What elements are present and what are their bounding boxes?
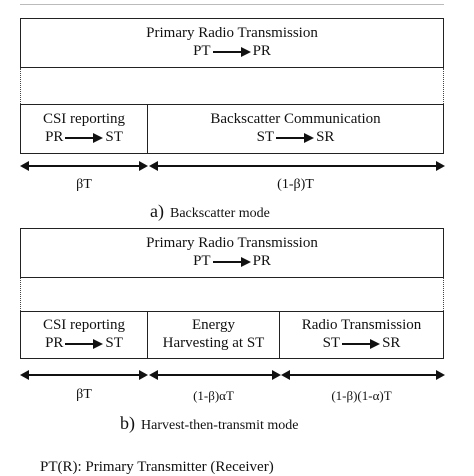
a-primary-from: PT [193,43,211,59]
a-caption: a) Backscatter mode [150,201,270,222]
b-csi-from: PR [45,335,64,351]
right-arrow-icon [65,132,104,143]
left-arrowhead-icon [149,161,158,171]
a-backscatter-box [147,104,444,154]
b-caption-text: Harvest-then-transmit mode [141,418,299,433]
right-arrowhead-icon [139,370,148,380]
b-primary-radio-box [20,228,444,278]
a-csi-title: CSI reporting [42,111,126,127]
a-backscatter-flow: ST SR [147,130,444,145]
right-arrow-icon [65,338,104,349]
b-csi-title: CSI reporting [42,317,126,333]
a-duration-label-1: βT [76,177,92,192]
left-arrowhead-icon [20,161,29,171]
b-caption-letter: b) [120,413,135,433]
right-arrow-icon [276,132,315,143]
right-arrow-icon [212,46,251,57]
a-duration-arrow-2 [155,165,438,167]
b-radio-transmission-box [279,311,444,359]
b-caption: b) Harvest-then-transmit mode [120,413,298,434]
a-duration-arrow-1 [26,165,141,167]
b-duration-arrow-1 [26,374,141,376]
b-primary-radio-flow: PT PR [20,254,444,269]
a-duration-label-2: (1-β)T [277,177,314,192]
a-primary-to: PR [252,43,271,59]
left-arrowhead-icon [20,370,29,380]
a-primary-radio-title: Primary Radio Transmission [146,25,318,41]
legend-text: PT(R): Primary Transmitter (Receiver) [40,459,274,475]
b-rt-to: SR [382,335,401,351]
right-arrow-icon [212,256,251,267]
b-csi-box [20,311,148,359]
a-csi-box [20,104,148,154]
b-duration-arrow-2 [155,374,274,376]
b-duration-arrow-3 [287,374,438,376]
b-duration-label-3: (1-β)(1-α)T [331,388,392,403]
a-csi-to: ST [105,129,123,145]
a-primary-radio-flow: PT PR [20,44,444,59]
a-bc-from: ST [256,129,275,145]
right-arrowhead-icon [139,161,148,171]
right-arrowhead-icon [436,370,445,380]
b-primary-from: PT [193,253,211,269]
right-arrow-icon [342,338,381,349]
b-continuation-dots [20,278,444,311]
b-primary-to: PR [252,253,271,269]
b-rt-title: Radio Transmission [301,317,422,333]
left-arrowhead-icon [281,370,290,380]
right-arrowhead-icon [272,370,281,380]
a-backscatter-title: Backscatter Communication [210,111,381,127]
b-eh-line1: Energy [191,317,236,333]
b-primary-radio-title: Primary Radio Transmission [146,235,318,251]
b-csi-flow: PR ST [20,336,148,351]
a-caption-letter: a) [150,201,164,221]
left-arrowhead-icon [149,370,158,380]
b-rt-flow: ST SR [279,336,444,351]
b-csi-to: ST [105,335,123,351]
a-bc-to: SR [316,129,335,145]
b-eh-line2: Harvesting at ST [162,335,265,351]
a-primary-radio-box [20,18,444,68]
top-frame-edge [20,0,444,5]
a-continuation-dots [20,68,444,104]
b-duration-label-1: βT [76,387,92,402]
right-arrowhead-icon [436,161,445,171]
a-csi-flow: PR ST [20,130,148,145]
b-energy-harvesting-box [147,311,280,359]
b-duration-label-2: (1-β)αT [193,388,234,403]
a-csi-from: PR [45,129,64,145]
b-rt-from: ST [322,335,341,351]
a-caption-text: Backscatter mode [169,206,270,221]
